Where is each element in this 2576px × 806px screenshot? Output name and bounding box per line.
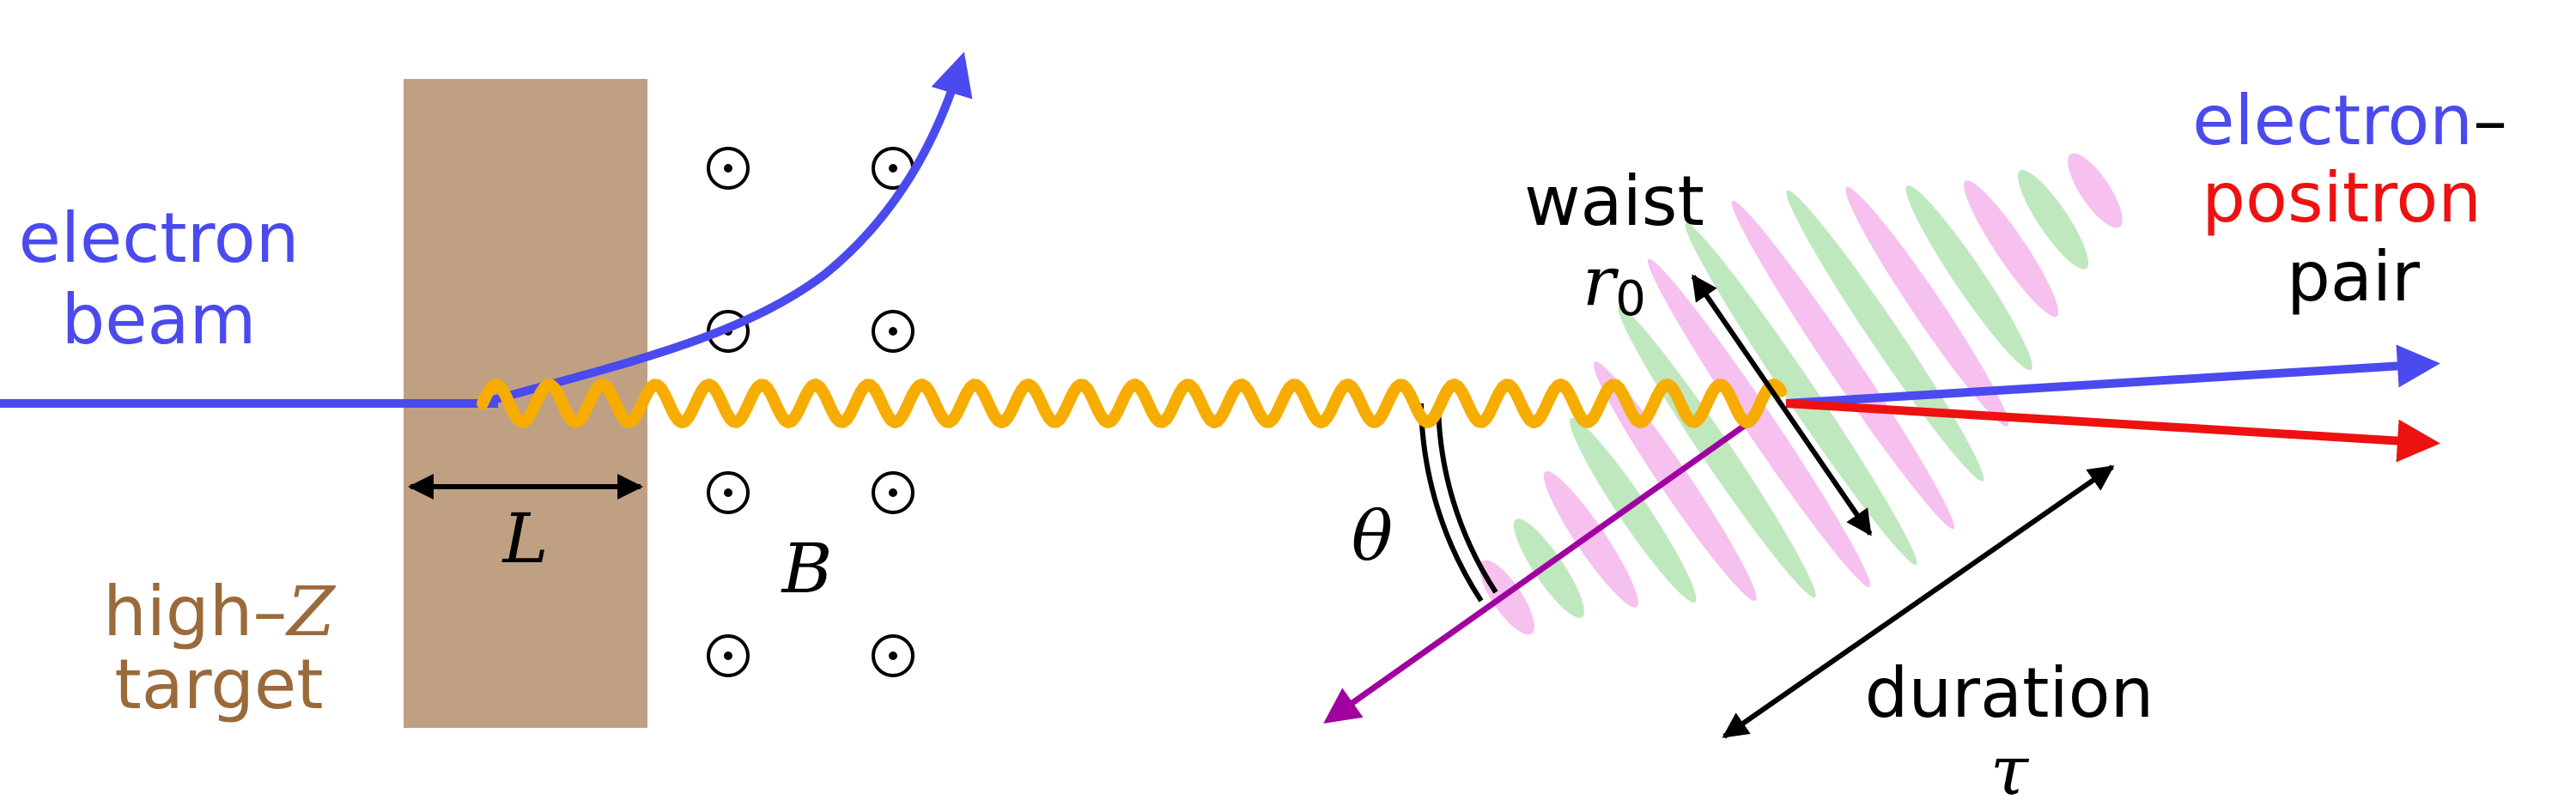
- outgoing-positron: [1785, 399, 2440, 463]
- field-symbol-icon: [872, 471, 914, 514]
- laser-wavefront: [1647, 258, 1871, 588]
- field-symbol-icon: [872, 634, 914, 677]
- field-label: B: [781, 529, 833, 609]
- laser-wavefront: [1543, 470, 1638, 608]
- electron-beam-label-line1: electron: [19, 198, 300, 278]
- target-label-z: Z: [284, 572, 336, 651]
- field-symbol-dot: [724, 164, 732, 173]
- duration-label: duration: [1865, 653, 2154, 733]
- laser-wavefront: [1570, 417, 1697, 603]
- pair-label-electron: electron: [2192, 81, 2473, 161]
- field-symbol-dot: [889, 164, 897, 173]
- pair-label-dash: –: [2473, 81, 2507, 161]
- deflected-electron-path: [479, 52, 973, 408]
- laser-wavefront: [2068, 153, 2123, 228]
- outgoing-electron: [1785, 344, 2440, 408]
- laser-wavefront: [1845, 186, 2009, 427]
- laser-wavefront: [1479, 560, 1534, 635]
- laser-wavefront: [1964, 180, 2059, 318]
- duration-symbol: τ: [1990, 730, 2030, 806]
- laser-wavefront: [2018, 169, 2089, 270]
- pair-label-line1: electron–: [2192, 81, 2507, 161]
- waist-label: waist: [1524, 161, 1704, 241]
- laser-axis: [1323, 418, 1754, 724]
- waist-symbol-subscript: 0: [1615, 271, 1646, 327]
- pair-label-positron: positron: [2202, 158, 2482, 238]
- waist-symbol: r0: [1583, 241, 1646, 327]
- duration-arrow: [1722, 464, 2115, 739]
- angle-arc-inner: [1436, 403, 1498, 594]
- angle-label: θ: [1352, 496, 1393, 576]
- waist-symbol-r: r: [1583, 241, 1619, 321]
- laser-wavefront: [1905, 185, 2032, 371]
- length-label: L: [501, 499, 548, 579]
- target-label-prefix: high–: [103, 572, 287, 651]
- field-symbol-dot: [724, 651, 732, 660]
- field-symbol-icon: [872, 310, 914, 353]
- laser-wavefront: [1513, 518, 1584, 619]
- field-symbol-dot: [889, 327, 897, 336]
- pair-label-word: pair: [2287, 237, 2420, 317]
- field-symbol-dot: [889, 488, 897, 497]
- gamma-photon: [477, 379, 1787, 428]
- field-symbol-dot: [724, 488, 732, 497]
- field-symbol-icon: [707, 634, 750, 677]
- electron-beam-label-line2: beam: [62, 280, 257, 360]
- field-symbol-dot: [889, 651, 897, 660]
- target-label-line1: high–Z: [103, 572, 336, 651]
- field-symbol-icon: [707, 147, 750, 190]
- target-label-line2: target: [114, 645, 323, 724]
- field-symbol-icon: [707, 471, 750, 514]
- angle-arc-outer: [1419, 403, 1484, 603]
